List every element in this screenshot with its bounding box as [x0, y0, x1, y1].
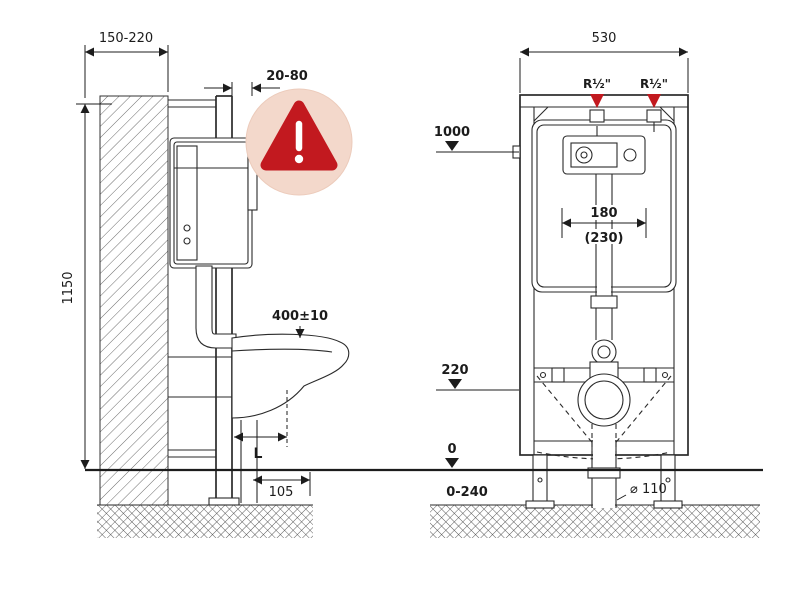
- dim-spacing: 180 (230): [561, 205, 647, 246]
- dim-top-gap-label: 20-80: [266, 69, 308, 84]
- ground-section-right: [430, 504, 760, 538]
- dim-outlet-diameter: ⌀ 110: [616, 482, 667, 501]
- level-220-label: 220: [441, 363, 468, 378]
- dim-wall-depth: 150-220: [84, 31, 169, 98]
- frame-legs: [525, 454, 683, 509]
- level-1000-arrow-icon: [445, 141, 459, 151]
- level-marker-0: 0: [445, 442, 459, 468]
- supply-fitting-left: [589, 109, 605, 123]
- outlet-diameter-label: ⌀ 110: [630, 482, 667, 497]
- level-marker-1000: 1000: [434, 125, 519, 153]
- floor-range-label: 0-240: [446, 485, 488, 500]
- level-1000-label: 1000: [434, 125, 470, 140]
- frame-foot-side: [208, 497, 240, 506]
- supply-fitting-right: [646, 109, 662, 123]
- level-0-label: 0: [447, 442, 456, 457]
- toilet-bowl-side: [231, 333, 350, 419]
- tube-coupling: [590, 295, 618, 309]
- exclamation-dot-icon: [294, 154, 304, 164]
- dim-frame-width: 530: [519, 31, 689, 93]
- left-leg: [532, 454, 548, 504]
- dim-spacing-label: 180: [590, 206, 617, 221]
- dim-wall-depth-label: 150-220: [99, 31, 153, 46]
- level-marker-220: 220: [436, 363, 519, 391]
- supply-left-label: R½": [583, 77, 611, 91]
- right-view: [430, 94, 760, 538]
- cistern-fixing-hole: [183, 237, 191, 245]
- floor-range: 0-240: [446, 485, 488, 500]
- dim-bottom-offset: 105: [253, 472, 311, 500]
- cistern-side: [169, 137, 258, 269]
- cistern-fixing-hole: [183, 224, 191, 232]
- dim-bowl-height: 400±10: [272, 309, 328, 338]
- dim-frame-width-label: 530: [592, 31, 617, 46]
- flush-bend-side: [195, 265, 237, 349]
- supply-marker-left-icon: [590, 94, 604, 108]
- warning-bubble: [245, 88, 353, 196]
- outlet-bend-front: [577, 373, 631, 427]
- water-supply-fittings: [589, 94, 662, 123]
- left-foot-plate: [525, 500, 555, 509]
- dim-bowl-height-label: 400±10: [272, 309, 328, 324]
- supply-marker-right-icon: [647, 94, 661, 108]
- dim-outlet-length-label: L: [254, 446, 263, 462]
- outlet-pipe: [587, 440, 621, 508]
- dim-frame-height-label: 1150: [61, 271, 76, 304]
- supply-labels: R½" R½": [583, 77, 668, 91]
- level-0-arrow-icon: [445, 458, 459, 468]
- dim-outlet-length: L: [234, 390, 288, 462]
- dim-top-gap: 20-80: [204, 69, 308, 96]
- ground-section-left: [97, 504, 313, 538]
- dim-bottom-offset-label: 105: [269, 485, 294, 500]
- level-220-arrow-icon: [448, 379, 462, 389]
- supply-right-label: R½": [640, 77, 668, 91]
- dim-spacing-alt-label: (230): [584, 231, 623, 246]
- flush-valve-assembly: [562, 122, 655, 175]
- wall-section: [99, 95, 169, 506]
- tube-sleeve: [591, 339, 617, 365]
- outlet-sleeve: [587, 467, 621, 479]
- right-foot-plate: [653, 500, 683, 509]
- dim-frame-height: 1150: [61, 103, 112, 469]
